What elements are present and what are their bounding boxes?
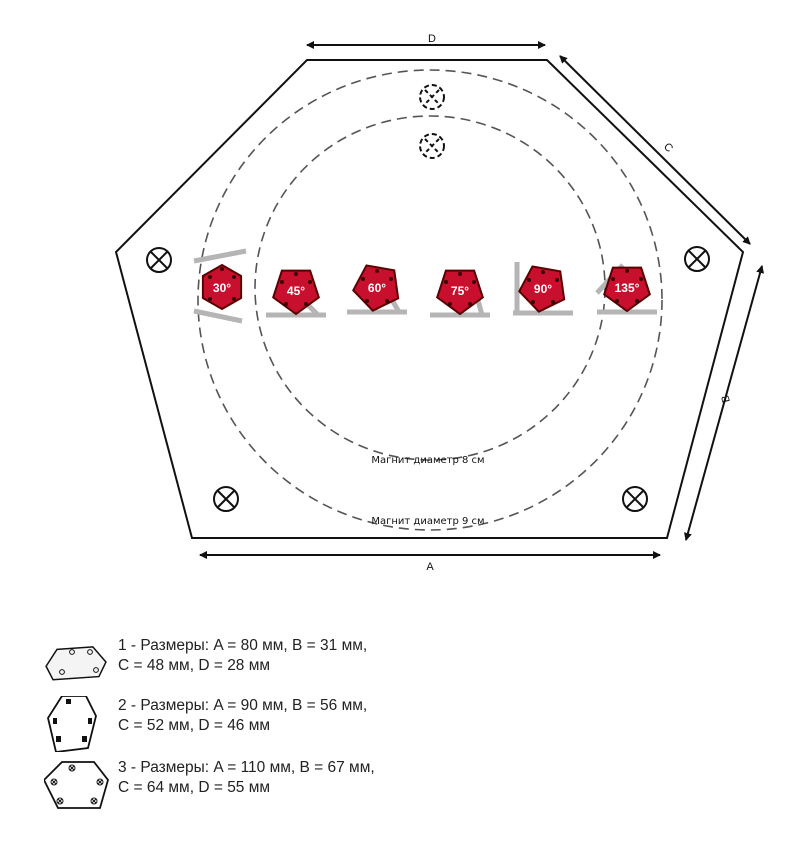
rivet <box>280 280 284 284</box>
legend-item-2: 2 - Размеры: A = 90 мм, B = 56 мм, C = 5… <box>44 696 464 754</box>
screw-hole-icon <box>684 246 710 272</box>
legend-text-1: 1 - Размеры: A = 80 мм, B = 31 мм, C = 4… <box>118 636 367 676</box>
guide-bar-base <box>193 248 247 264</box>
ring-label-inner: Магнит диаметр 8 см <box>371 455 484 466</box>
rivet <box>555 278 559 282</box>
legend-line: 1 - Размеры: A = 80 мм, B = 31 мм, <box>118 637 368 654</box>
magnet-angle-label: 60° <box>368 281 386 295</box>
rivet <box>444 280 448 284</box>
legend-line: C = 64 мм, D = 55 мм <box>118 779 271 796</box>
outer-dashed-ring <box>197 69 663 531</box>
rivet <box>639 277 643 281</box>
rivet <box>385 299 389 303</box>
legend-line: 2 - Размеры: A = 90 мм, B = 56 мм, <box>118 697 368 714</box>
rivet <box>220 267 224 271</box>
rivet <box>232 275 236 279</box>
magnet-90-deg: 90° <box>513 262 573 316</box>
legend-line: C = 52 мм, D = 46 мм <box>118 717 271 734</box>
dimension-arrow-b <box>684 265 764 541</box>
magnet-angle-label: 135° <box>615 281 640 295</box>
rivet <box>468 302 472 306</box>
magnets-row: 30° 45° 60° 75° 90° 135° <box>193 248 657 324</box>
screw-hole-icon <box>622 486 648 512</box>
dimension-arrow-c <box>559 55 751 245</box>
rivet <box>625 269 629 273</box>
rivet <box>304 302 308 306</box>
magnet-angle-label: 90° <box>534 282 552 296</box>
rivet <box>541 270 545 274</box>
rivet <box>284 302 288 306</box>
legend-item-3: 3 - Размеры: A = 110 мм, B = 67 мм, C = … <box>44 758 464 816</box>
rivet <box>527 278 531 282</box>
dimension-label-d: D <box>428 33 436 45</box>
wide-hexagon-icon <box>44 761 109 809</box>
rivet <box>458 272 462 276</box>
rivet <box>611 277 615 281</box>
magnet-75-deg: 75° <box>430 269 490 318</box>
rivet <box>531 300 535 304</box>
legend-line: 3 - Размеры: A = 110 мм, B = 67 мм, <box>118 759 375 776</box>
dashed-cross-marker-inner <box>419 133 445 159</box>
magnet-135-deg: 135° <box>595 263 657 315</box>
ring-label-outer: Магнит диаметр 9 см <box>371 516 484 527</box>
rivet <box>551 300 555 304</box>
legend-text-2: 2 - Размеры: A = 90 мм, B = 56 мм, C = 5… <box>118 696 367 736</box>
magnet-60-deg: 60° <box>347 264 407 315</box>
tall-hexagon-icon <box>47 696 97 752</box>
magnet-angle-label: 75° <box>451 284 469 298</box>
rivet <box>208 275 212 279</box>
magnet-30-deg: 30° <box>193 248 247 324</box>
rivet <box>308 280 312 284</box>
flat-hexagon-icon <box>45 646 107 681</box>
legend-text-3: 3 - Размеры: A = 110 мм, B = 67 мм, C = … <box>118 758 375 798</box>
dimension-label-b: B <box>719 394 732 404</box>
rivet <box>361 277 365 281</box>
magnet-45-deg: 45° <box>266 269 326 318</box>
rivet <box>635 299 639 303</box>
magnet-angle-label: 45° <box>287 284 305 298</box>
dashed-cross-marker-outer <box>419 84 445 110</box>
dimension-label-a: A <box>426 561 434 573</box>
guide-bar-angle <box>193 308 243 324</box>
rivet <box>294 272 298 276</box>
rivet <box>389 277 393 281</box>
rivet <box>448 302 452 306</box>
rivet <box>365 299 369 303</box>
rivet <box>472 280 476 284</box>
rivet <box>208 297 212 301</box>
rivet <box>615 299 619 303</box>
legend-item-1: 1 - Размеры: A = 80 мм, B = 31 мм, C = 4… <box>44 636 464 694</box>
screw-hole-icon <box>213 486 239 512</box>
magnet-body <box>201 263 243 311</box>
dimension-label-c: C <box>661 141 675 155</box>
magnet-angle-label: 30° <box>213 281 231 295</box>
screw-hole-icon <box>146 247 172 273</box>
legend-line: C = 48 мм, D = 28 мм <box>118 657 271 674</box>
rivet <box>375 269 379 273</box>
rivet <box>232 297 236 301</box>
